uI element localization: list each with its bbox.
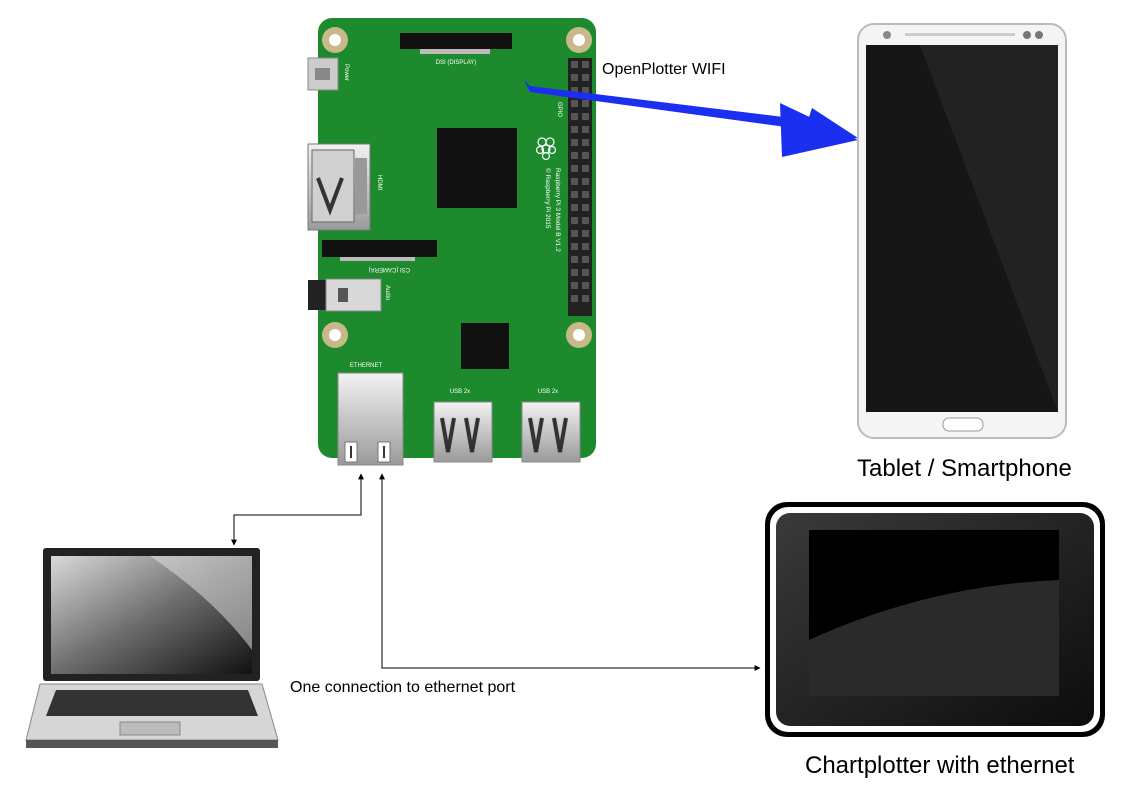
ethernet-connection-label: One connection to ethernet port [290,679,516,696]
usb-port-1[interactable] [433,401,493,463]
audio-label: Audio [384,285,390,301]
model-label: Raspberry Pi 3 Model B V1.2 [554,168,561,252]
ethernet-port[interactable] [337,372,404,466]
csi-connector [322,240,437,257]
laptop-connection-line [231,473,364,546]
copyright-label: © Raspberry Pi 2015 [544,168,552,229]
usb-controller-chip [461,323,509,369]
phone-speaker [905,33,1015,36]
usb1-board-label: USB 2x [450,389,470,395]
audio-jack [308,278,382,312]
board-pcb [318,18,596,458]
ethernet-board-label: ETHERNET [350,363,383,369]
laptop [25,548,279,748]
chartplotter-label: Chartplotter with ethernet [805,752,1075,779]
gpio-label: GPIO [556,102,562,117]
raspberry-pi-board: DSI (DISPLAY) Power [307,18,596,466]
smartphone [857,23,1067,439]
dsi-label: DSI (DISPLAY) [436,60,477,66]
usb2-board-label: USB 2x [538,389,558,395]
tablet-label: Tablet / Smartphone [857,455,1072,482]
usb-port-2[interactable] [521,401,581,463]
phone-home-button[interactable] [942,417,984,432]
wifi-label: OpenPlotter WIFI [602,61,726,78]
wifi-arrow [524,80,858,157]
chartplotter-connection-line [379,473,761,671]
dsi-connector [400,33,512,49]
gpio-header [568,58,592,316]
raspberry-logo-icon [535,137,557,161]
power-label: Power [343,64,349,81]
soc-chip [437,128,517,208]
laptop-trackpad [119,721,181,736]
hdmi-label: HDMI [376,175,382,191]
phone-camera-icon [883,31,891,39]
csi-label: CSI (CAMERA) [369,266,410,272]
hdmi-port [307,143,371,231]
chartplotter [765,502,1105,737]
